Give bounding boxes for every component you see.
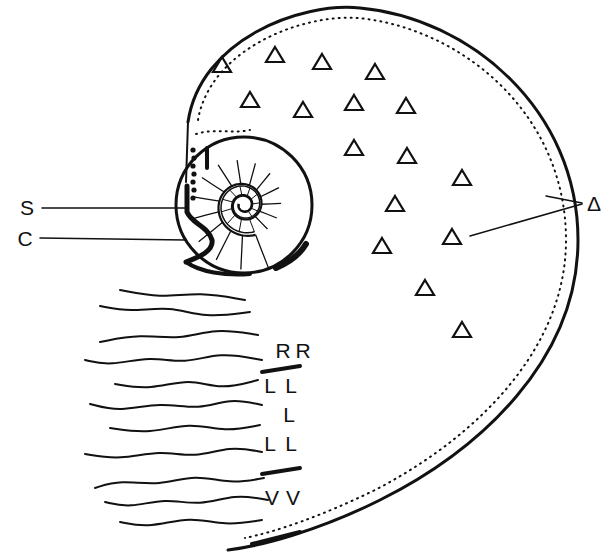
tentacle-line (85, 355, 262, 363)
part-letter: L (264, 375, 276, 396)
triangle-marker (453, 322, 471, 337)
shell-dotted-line (198, 18, 566, 538)
siphuncle-dot (190, 147, 195, 152)
triangle-marker (294, 102, 312, 117)
siphuncle-dot (190, 179, 195, 184)
triangle-marker (366, 64, 384, 79)
leader-line (42, 207, 186, 209)
inner-whorl (176, 137, 312, 273)
suture-line (249, 163, 255, 185)
suture-line (251, 208, 257, 211)
triangle-marker (453, 170, 471, 185)
suture-line (260, 188, 279, 197)
suture-line (216, 231, 231, 260)
triangle-marker (443, 229, 461, 244)
leader-line (40, 238, 186, 240)
whorl-wall-dotted (196, 130, 250, 134)
leader-line (470, 204, 582, 236)
suture-line (227, 215, 235, 224)
suture-line (256, 173, 270, 190)
triangle-marker (266, 47, 284, 62)
tentacle-line (85, 449, 262, 458)
suture-line (261, 203, 281, 205)
part-letter: L (285, 433, 297, 454)
suture-line (252, 203, 260, 204)
symbol-key: Δ (587, 193, 601, 214)
suture-line (241, 235, 243, 269)
suture-line (259, 211, 276, 218)
tentacle-line (105, 497, 268, 506)
tentacle-line (100, 306, 250, 315)
siphuncle-dot (191, 155, 196, 160)
triangle-marker (241, 92, 259, 107)
part-letter: L (264, 433, 276, 454)
thick-bar (262, 468, 300, 474)
part-letter: V (286, 487, 300, 508)
suture-line (247, 188, 250, 196)
triangle-marker (213, 57, 231, 72)
suture-line (221, 209, 232, 212)
suture-line (237, 160, 241, 184)
leader-line (546, 196, 582, 203)
triangle-marker (313, 54, 331, 69)
triangle-marker (345, 140, 363, 155)
coil-spiral (218, 184, 261, 236)
suture-line (192, 197, 220, 201)
triangle-marker (373, 238, 391, 253)
tentacle-line (120, 290, 245, 300)
suture-line (202, 178, 224, 193)
suture-line (255, 216, 267, 229)
tentacle-line (115, 380, 258, 387)
suture-line (240, 186, 242, 195)
coil-spiral (221, 186, 260, 233)
tentacle-line (110, 425, 260, 431)
tentacle-line (95, 478, 264, 488)
suture-line (223, 199, 233, 202)
siphuncle-dot (191, 171, 196, 176)
suture-line (251, 194, 257, 199)
tentacle-line (90, 401, 262, 409)
suture-line (218, 165, 232, 186)
suture-line (256, 235, 269, 269)
part-letter: R (275, 340, 290, 361)
suture-line (239, 219, 241, 232)
part-letter: S (20, 197, 34, 218)
tentacle-line (100, 331, 258, 342)
triangle-marker (416, 280, 434, 295)
suture-line (190, 212, 218, 220)
siphuncle-dot (190, 163, 195, 168)
suture-line (249, 219, 254, 232)
triangle-marker (398, 148, 416, 163)
siphuncle-dot (190, 195, 195, 200)
triangle-marker (345, 95, 363, 110)
part-letter: V (265, 487, 279, 508)
thick-spot (205, 148, 209, 168)
thick-bar (252, 532, 300, 544)
part-letter: L (285, 375, 297, 396)
suture-line (199, 222, 223, 242)
tentacle-line (120, 520, 262, 526)
suture-line (230, 190, 237, 197)
part-letter: C (17, 228, 32, 249)
part-letter: R (295, 340, 310, 361)
siphuncle-dot (191, 187, 196, 192)
part-letter: L (283, 404, 295, 425)
thick-bar (262, 366, 300, 372)
shell-outline (188, 7, 578, 550)
suture-line (248, 211, 252, 216)
whorl-wall (186, 122, 188, 182)
triangle-marker (397, 98, 415, 113)
triangle-marker (386, 196, 404, 211)
